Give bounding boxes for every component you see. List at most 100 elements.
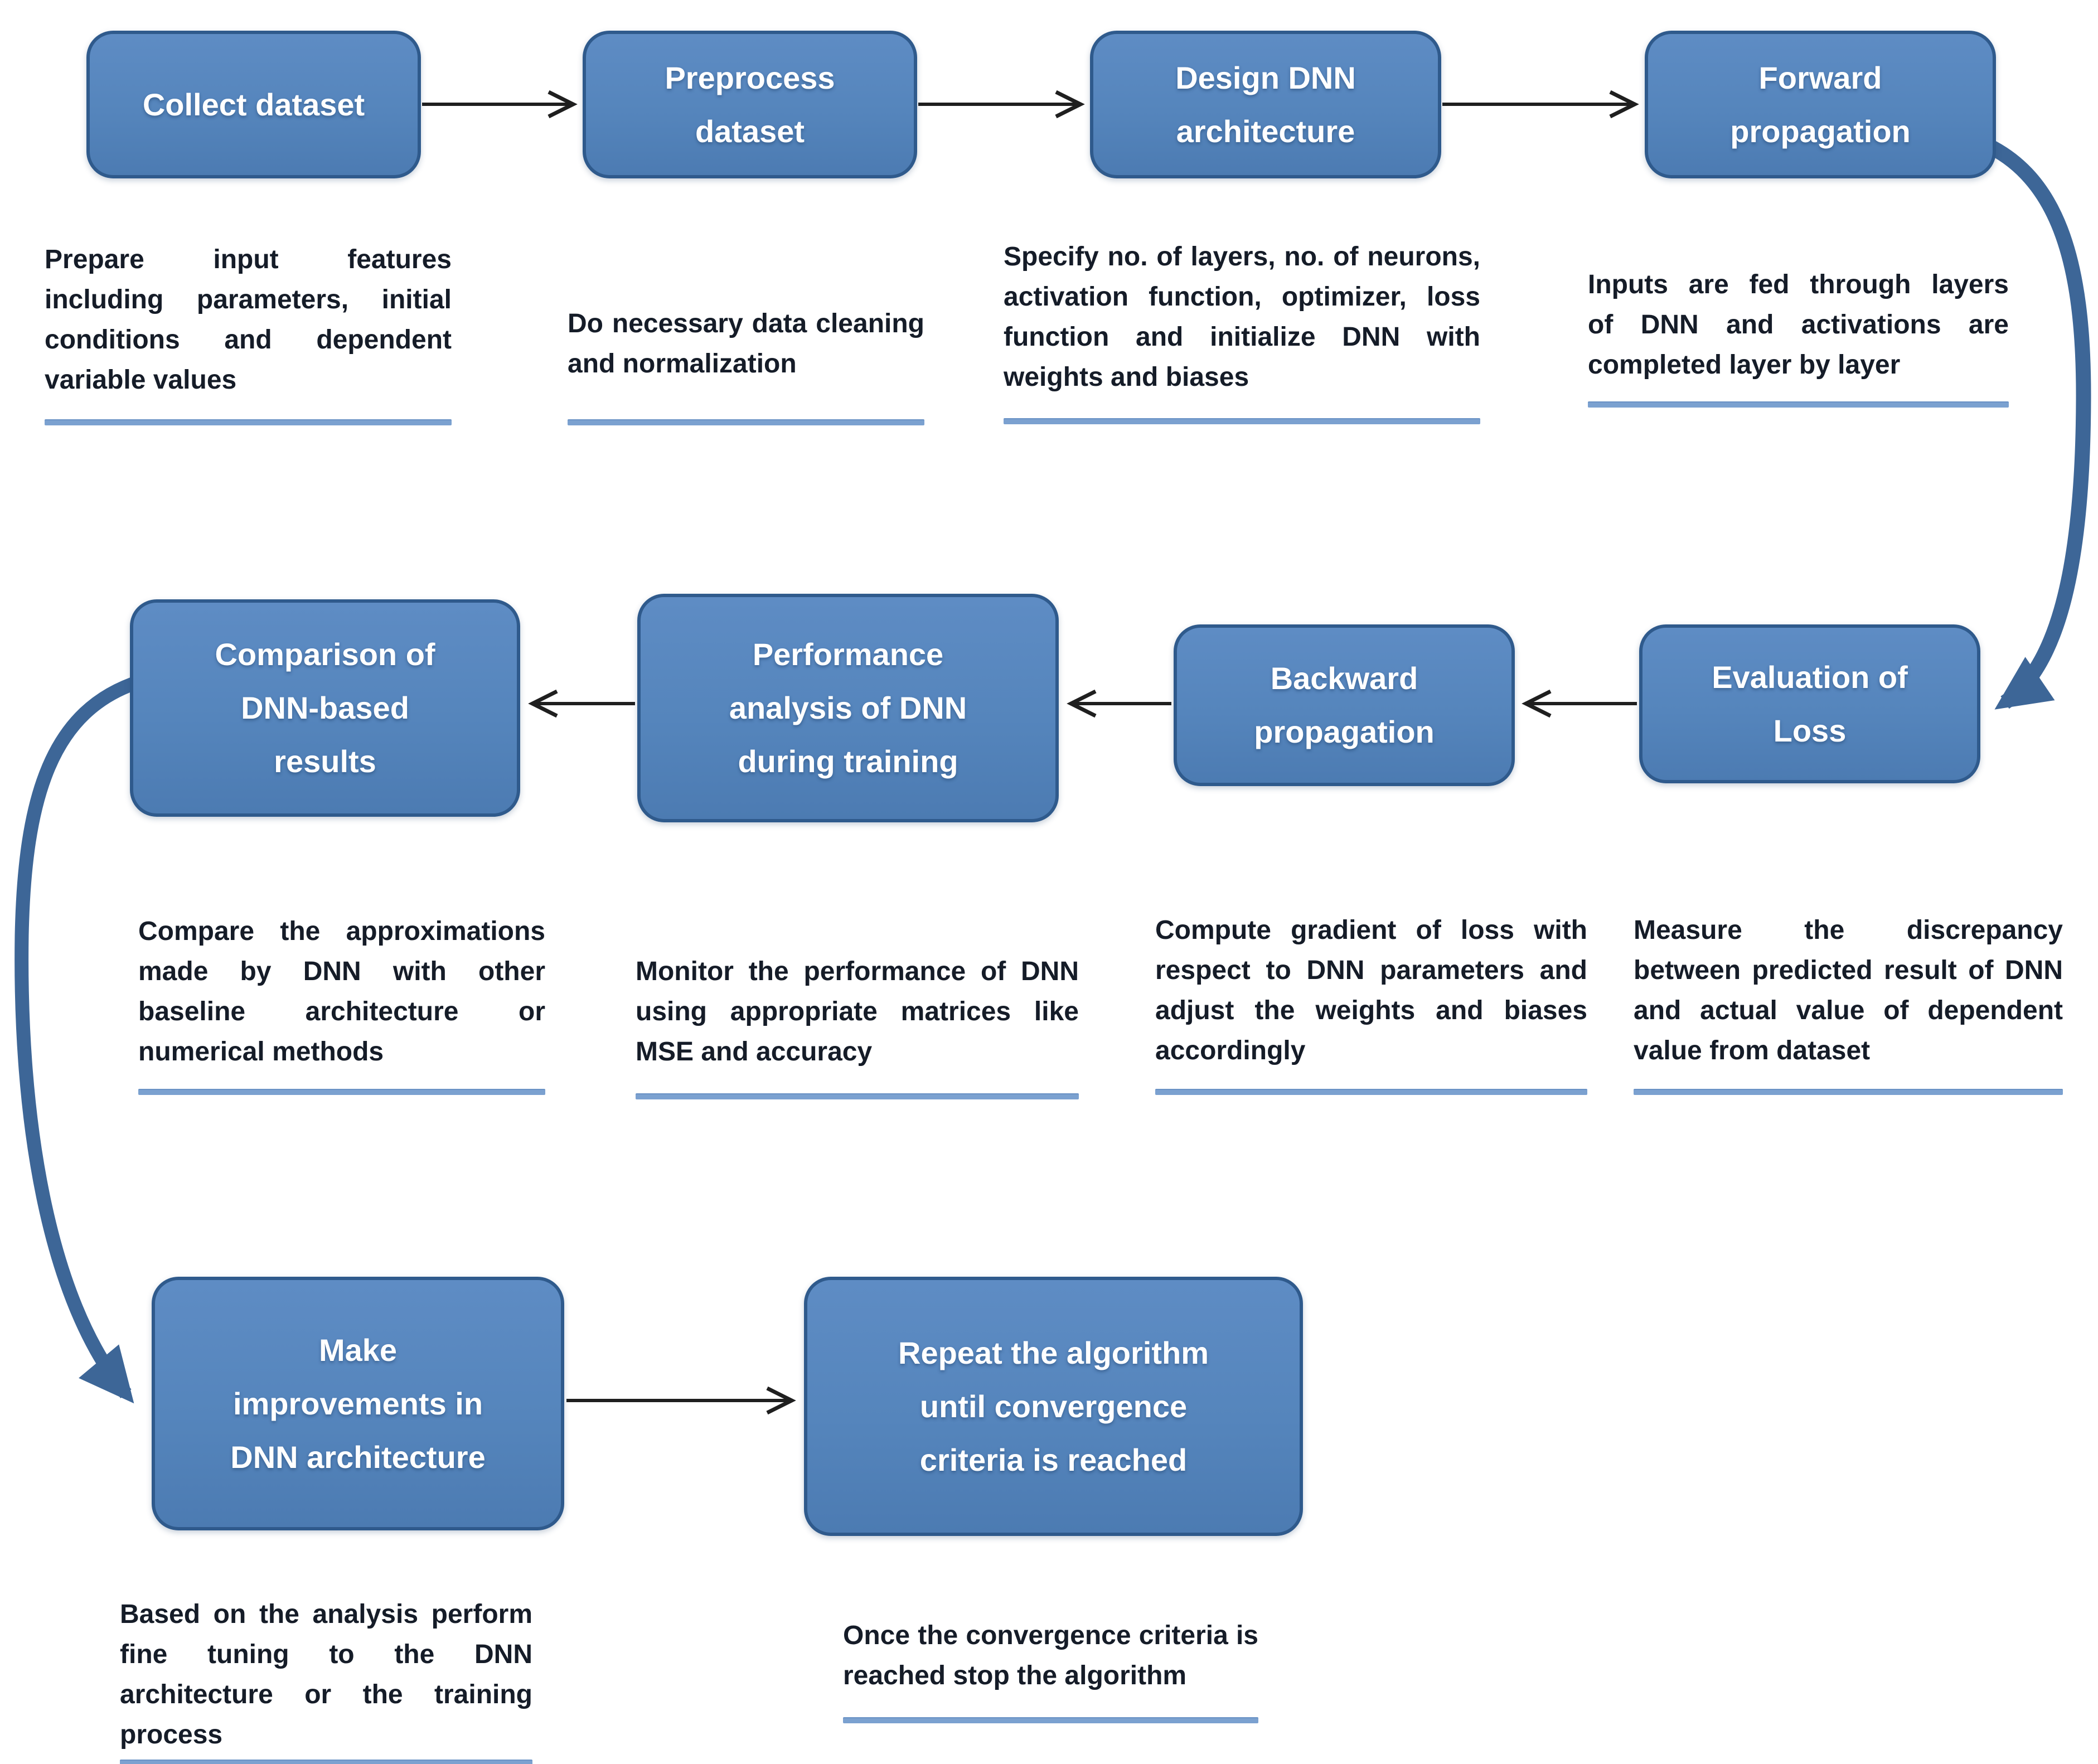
label-line: DNN-based [241,690,409,725]
desc-repeat-text: Once the convergence criteria is reached … [843,1616,1258,1696]
desc-line: Monitor the performance of DNN [636,957,1079,986]
node-make-improvements: Make improvements in DNN architecture [152,1277,564,1530]
desc-performance-text: Monitor the performance of DNN using appr… [636,952,1079,1072]
label-line: Design DNN [1175,60,1356,95]
node-forward-propagation: Forward propagation [1645,31,1996,178]
node-backward-propagation: Backward propagation [1174,624,1515,786]
label-line: improvements in [232,1385,483,1421]
label-line: analysis of DNN [729,690,967,725]
desc-line: process [120,1720,223,1750]
desc-comparison-underline [138,1089,545,1095]
label-line: Evaluation of [1712,659,1908,695]
node-repeat-algorithm: Repeat the algorithm until convergence cri… [804,1277,1303,1536]
label-line: Backward [1270,661,1418,696]
desc-line: and actual value of dependent [1634,996,2063,1025]
desc-design-underline [1004,418,1480,424]
node-evaluation-of-loss-label: Evaluation of Loss [1642,651,1977,758]
node-make-improvements-label: Make improvements in DNN architecture [155,1324,561,1484]
desc-line: made by DNN with other [138,957,545,986]
label-line: Forward [1758,60,1882,95]
desc-line: function and initialize DNN with [1004,322,1480,352]
desc-backward-text: Compute gradient of loss with respect to … [1155,910,1587,1071]
node-forward-propagation-label: Forward propagation [1648,51,1993,158]
label-line: DNN architecture [230,1439,486,1475]
desc-line: fine tuning to the DNN [120,1640,532,1669]
label-line: until convergence [919,1388,1188,1424]
desc-line: and normalization [568,349,797,379]
node-design-dnn-architecture-label: Design DNN architecture [1093,51,1438,158]
desc-line: between predicted result of DNN [1634,956,2063,985]
label-line: Collect dataset [142,86,365,122]
desc-forward-underline [1588,401,2009,408]
desc-line: Specify no. of layers, no. of neurons, [1004,242,1480,272]
label-line: Preprocess [665,60,835,95]
desc-evaluation-text: Measure the discrepancy between predicted… [1634,910,2063,1071]
desc-line: accordingly [1155,1036,1306,1065]
desc-line: including parameters, initial [45,285,452,314]
desc-backward: Compute gradient of loss with respect to … [1155,910,1587,1095]
label-line: Comparison of [215,637,435,672]
desc-line: Measure the discrepancy [1634,915,2063,945]
desc-line: MSE and accuracy [636,1037,873,1067]
desc-line: Compute gradient of loss with [1155,915,1587,945]
desc-evaluation: Measure the discrepancy between predicted… [1634,910,2063,1095]
curved-arrow-forward-to-evaluation [1971,132,2091,710]
label-line: Loss [1773,713,1847,748]
desc-performance: Monitor the performance of DNN using appr… [636,952,1079,1099]
label-line: propagation [1254,714,1435,749]
desc-collect-dataset: Prepare input features including paramete… [45,240,452,425]
label-line: Make [318,1332,398,1368]
node-design-dnn-architecture: Design DNN architecture [1090,31,1441,178]
desc-design-dnn: Specify no. of layers, no. of neurons, ac… [1004,237,1480,424]
desc-line: activation function, optimizer, loss [1004,282,1480,312]
node-collect-dataset: Collect dataset [86,31,421,178]
desc-line: variable values [45,365,237,395]
desc-line: Do necessary data cleaning [568,309,924,338]
desc-line: Inputs are fed through layers [1588,270,2009,299]
desc-line: respect to DNN parameters and [1155,956,1587,985]
desc-line: using appropriate matrices like [636,997,1079,1026]
desc-line: numerical methods [138,1037,384,1067]
desc-preprocess-dataset: Do necessary data cleaning and normalizat… [568,304,924,425]
desc-collect-underline [45,419,452,425]
label-line: Performance [752,637,944,672]
node-comparison-of-dnn-results: Comparison of DNN-based results [130,599,520,817]
label-line: criteria is reached [919,1442,1188,1477]
desc-line: Based on the analysis perform [120,1600,532,1629]
label-line: Repeat the algorithm [898,1335,1209,1370]
desc-line: baseline architecture or [138,997,545,1026]
desc-improve-underline [120,1760,532,1764]
desc-line: value from dataset [1634,1036,1871,1065]
desc-collect-dataset-text: Prepare input features including paramete… [45,240,452,400]
node-evaluation-of-loss: Evaluation of Loss [1639,624,1980,783]
curved-arrow-comparison-to-improve [14,675,143,1404]
label-line: architecture [1176,113,1355,149]
desc-line: adjust the weights and biases [1155,996,1587,1025]
desc-preprocess-dataset-text: Do necessary data cleaning and normalizat… [568,304,924,384]
node-comparison-of-dnn-results-label: Comparison of DNN-based results [133,628,517,788]
desc-forward-propagation: Inputs are fed through layers of DNN and … [1588,265,2009,408]
desc-line: architecture or the training [120,1680,532,1709]
desc-line: Once the convergence criteria is [843,1621,1258,1650]
desc-line: Prepare input features [45,245,452,274]
label-line: results [274,744,376,779]
desc-performance-underline [636,1093,1079,1099]
desc-improve: Based on the analysis perform fine tuning… [120,1595,532,1764]
desc-line: reached stop the algorithm [843,1661,1187,1690]
node-collect-dataset-label: Collect dataset [90,78,418,132]
desc-line: weights and biases [1004,362,1249,392]
desc-line: of DNN and activations are [1588,310,2009,340]
desc-design-dnn-text: Specify no. of layers, no. of neurons, ac… [1004,237,1480,398]
label-line: propagation [1730,113,1911,149]
desc-repeat: Once the convergence criteria is reached … [843,1616,1258,1723]
desc-line: completed layer by layer [1588,350,1901,380]
desc-evaluation-underline [1634,1089,2063,1095]
desc-backward-underline [1155,1089,1587,1095]
